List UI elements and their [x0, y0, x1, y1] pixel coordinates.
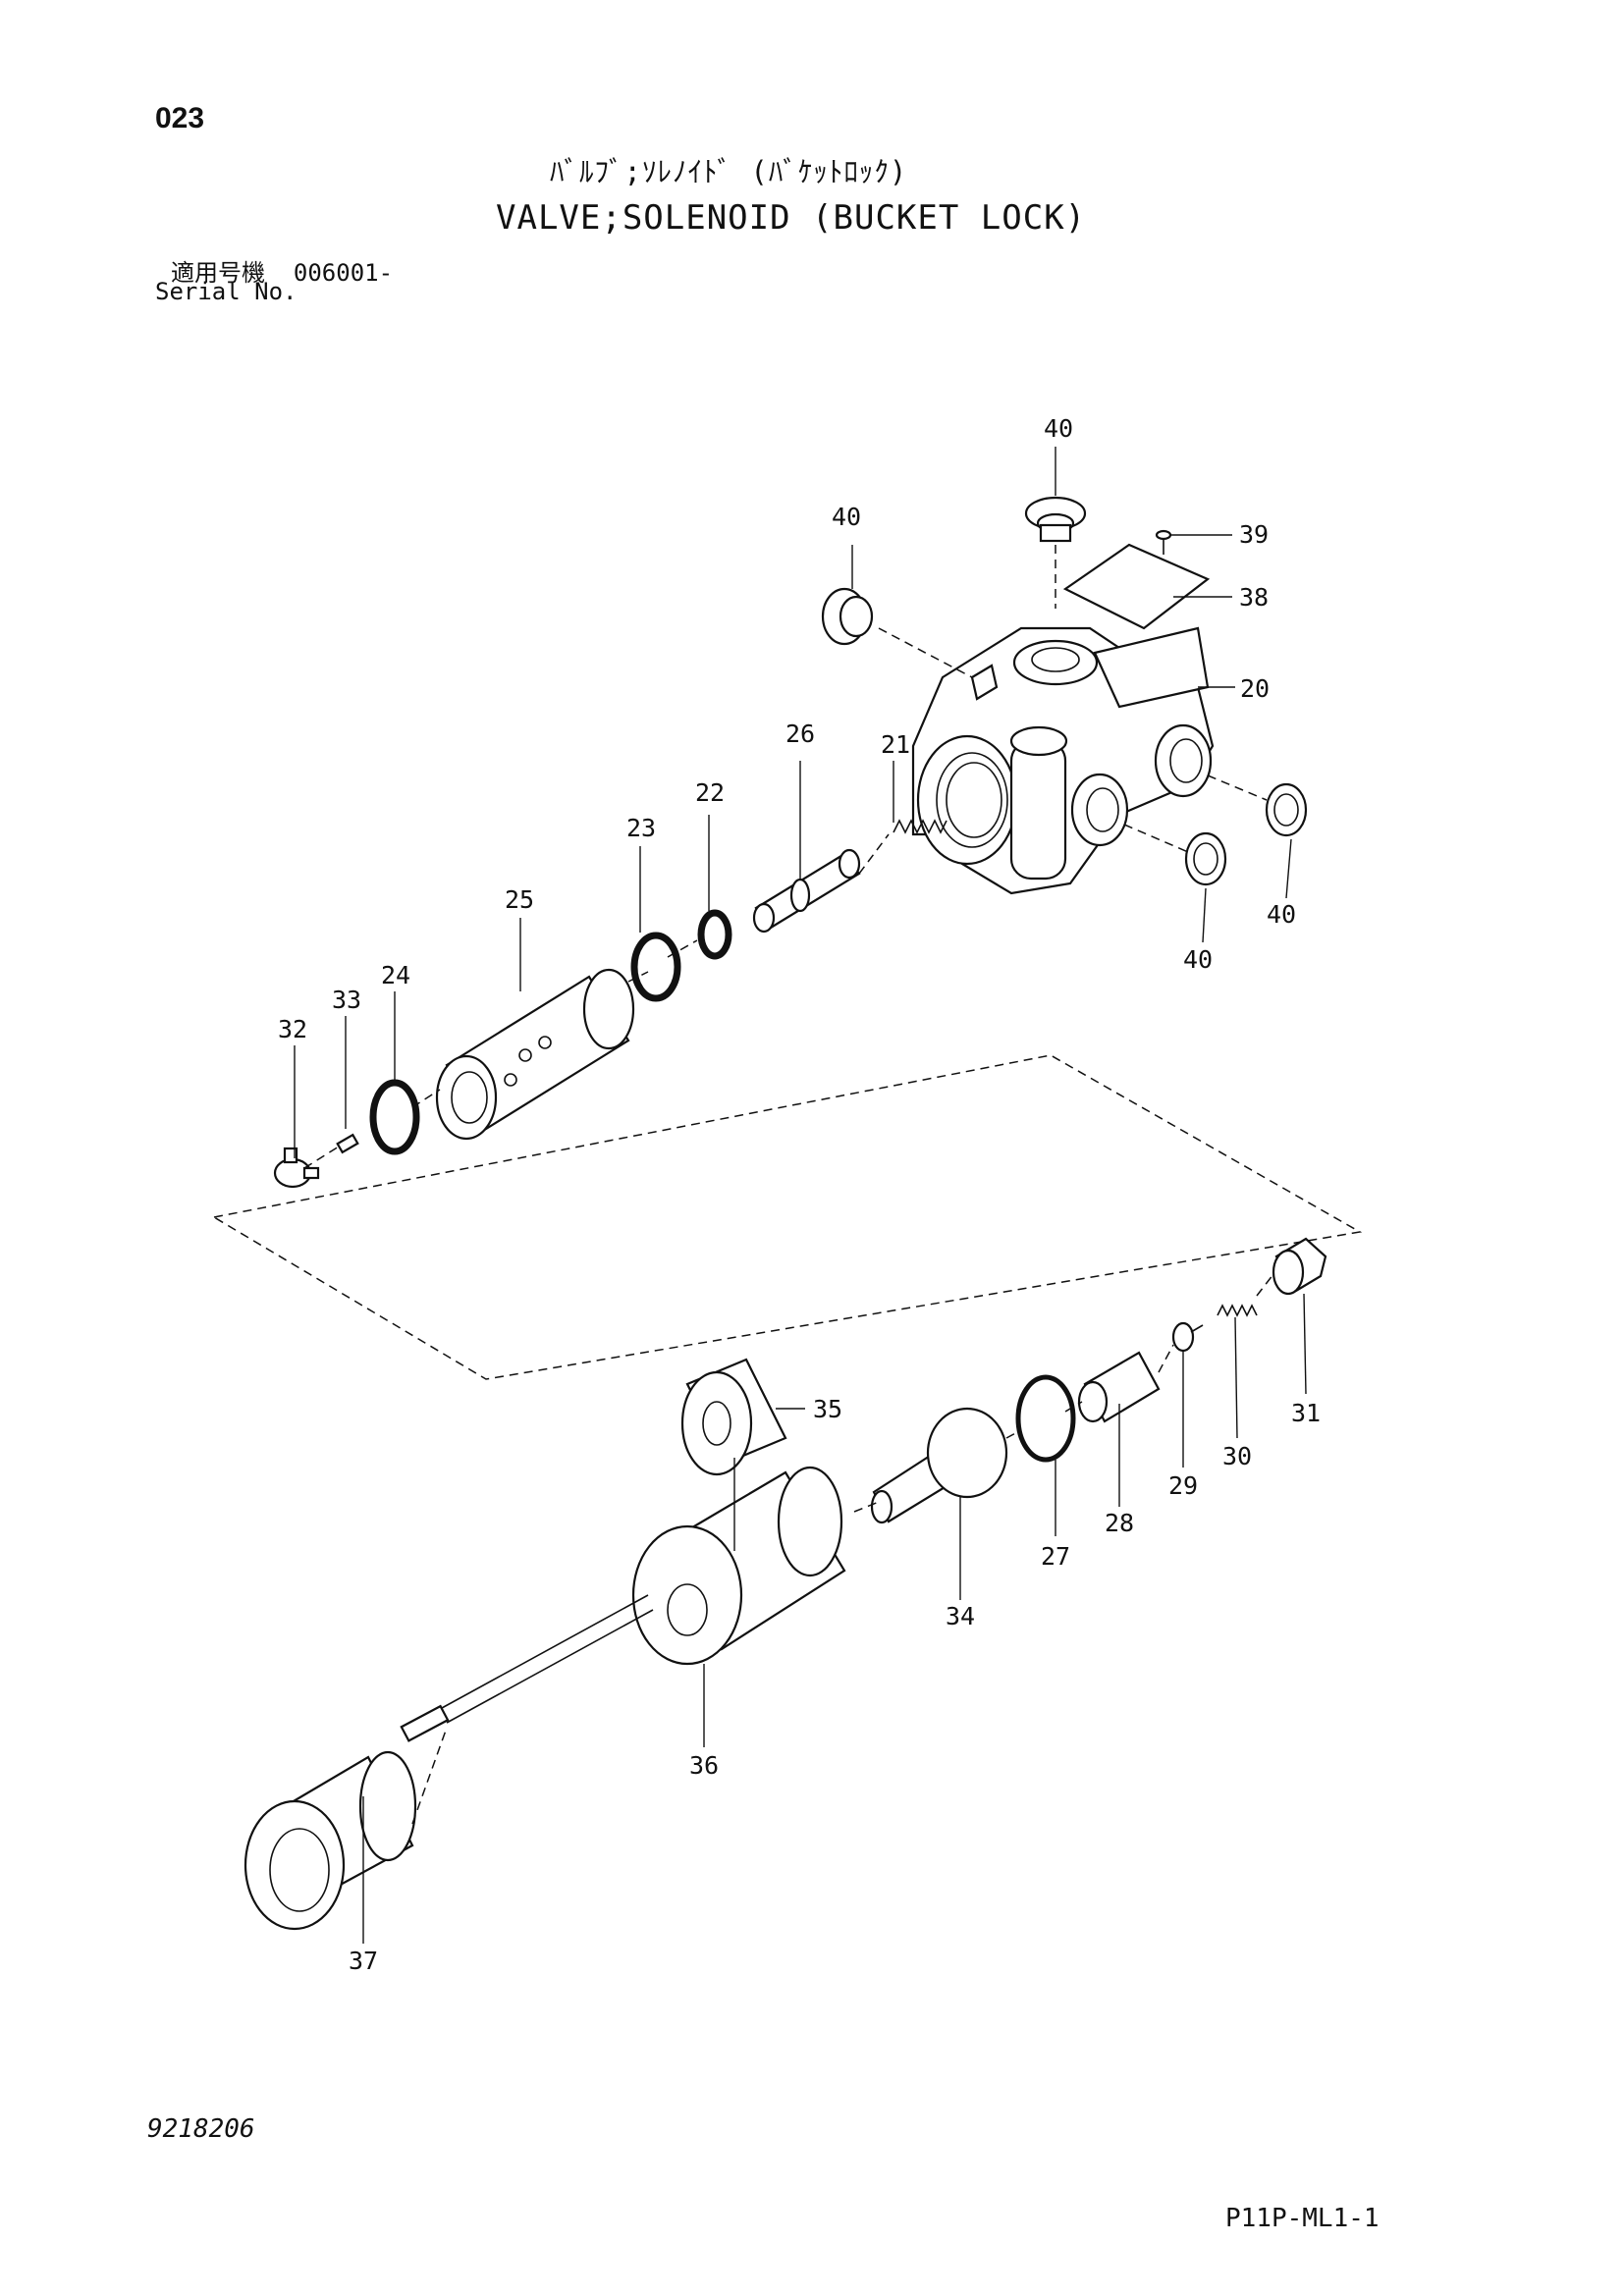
- washer-part-29: [1171, 1321, 1204, 1353]
- callout-40-left: 40: [832, 503, 861, 531]
- serial-label-english: Serial No.: [155, 278, 298, 305]
- callout-30: 30: [1222, 1442, 1252, 1470]
- callout-39: 39: [1239, 520, 1269, 549]
- clip-part-32: [273, 1147, 320, 1189]
- nut-part-37: [244, 1750, 417, 1931]
- callout-40-top: 40: [1044, 414, 1073, 443]
- callout-38: 38: [1239, 583, 1269, 612]
- lead-wires: [400, 1594, 654, 1742]
- o-ring-part-27: [1015, 1374, 1076, 1463]
- callout-27: 27: [1041, 1542, 1070, 1571]
- callout-28: 28: [1105, 1509, 1134, 1537]
- callout-31: 31: [1291, 1399, 1321, 1427]
- o-ring-part-24: [369, 1079, 420, 1155]
- serial-label-jp-text: 適用号機: [171, 259, 265, 287]
- document-id: 9218206: [147, 2114, 255, 2144]
- serial-number-value: 006001-: [293, 259, 394, 287]
- spring-part-21: [893, 819, 947, 834]
- callout-21: 21: [881, 730, 910, 759]
- sleeve-part-25: [435, 968, 635, 1141]
- serial-label-japanese: 適用号機 006001-: [171, 253, 393, 288]
- coil-part-36: [631, 1466, 846, 1666]
- plug-part-40-right-lower: [1184, 831, 1227, 886]
- page-number: 023: [155, 102, 205, 134]
- callout-29: 29: [1168, 1471, 1198, 1500]
- callout-23: 23: [626, 814, 656, 842]
- callout-24: 24: [381, 961, 410, 989]
- callout-20: 20: [1240, 674, 1270, 703]
- diagram-title-english: VALVE;SOLENOID (BUCKET LOCK): [496, 198, 1087, 238]
- washer-part-35: [680, 1358, 787, 1476]
- callout-25: 25: [505, 885, 534, 914]
- o-ring-part-22: [697, 909, 732, 960]
- callout-35: 35: [813, 1395, 842, 1423]
- callout-40-right-lower: 40: [1183, 945, 1213, 974]
- o-ring-part-23: [630, 932, 681, 1002]
- spring-part-30: [1217, 1304, 1258, 1317]
- core-part-34: [870, 1407, 1008, 1524]
- callout-26: 26: [785, 720, 815, 748]
- leader-lines: [294, 447, 1307, 1944]
- callout-36: 36: [689, 1751, 719, 1780]
- plunger-part-28: [1077, 1351, 1161, 1423]
- page-code: P11P-ML1-1: [1225, 2204, 1380, 2233]
- callout-22: 22: [695, 778, 725, 807]
- callout-34: 34: [946, 1602, 975, 1630]
- plug-part-40-left: [821, 587, 874, 646]
- assembly-boundary-dashed: [213, 1054, 1363, 1380]
- screw-part-39: [1155, 529, 1172, 555]
- callout-40-right-upper: 40: [1267, 900, 1296, 929]
- valve-body-part-20: [911, 626, 1215, 895]
- cap-part-31: [1272, 1237, 1327, 1296]
- callout-37: 37: [349, 1947, 378, 1975]
- callout-32: 32: [278, 1015, 307, 1043]
- plug-part-40-right-upper: [1265, 782, 1308, 837]
- spool-part-26: [752, 848, 861, 934]
- diagram-title-japanese: ﾊﾞﾙﾌﾞ;ｿﾚﾉｲﾄﾞ (ﾊﾞｹｯﾄﾛｯｸ): [550, 155, 908, 188]
- plug-part-40-top: [1024, 496, 1087, 543]
- callout-33: 33: [332, 986, 361, 1014]
- plate-part-38: [1062, 543, 1211, 630]
- pin-part-33: [336, 1133, 359, 1154]
